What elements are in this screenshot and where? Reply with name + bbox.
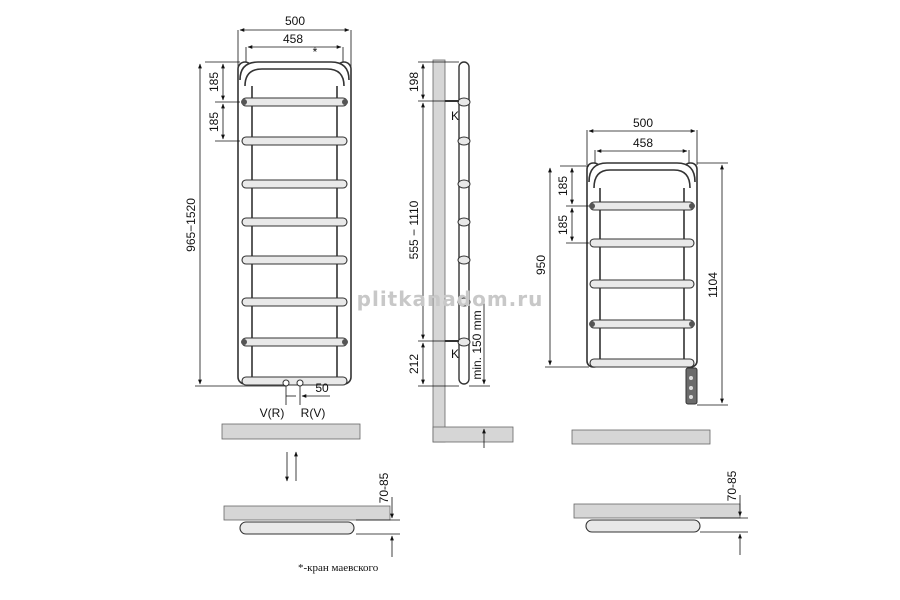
small-crossbars bbox=[589, 201, 695, 368]
small-spacing-second-label: 185 bbox=[556, 215, 570, 235]
wall-gap-right-label: 70-85 bbox=[725, 470, 739, 501]
small-spacing-top-label: 185 bbox=[556, 176, 570, 196]
crossbars bbox=[241, 97, 348, 386]
flow-arrows-icon bbox=[285, 451, 298, 482]
small-height-total-label: 1104 bbox=[706, 272, 720, 298]
small-width-inner-label: 458 bbox=[633, 136, 653, 150]
pipe-offset-label: 50 bbox=[315, 381, 329, 395]
width-outer-label: 500 bbox=[285, 14, 305, 28]
height-range-label: 965−1520 bbox=[184, 198, 198, 252]
floor-strip-right bbox=[571, 429, 711, 445]
watermark-text: plitkanadom.ru bbox=[357, 287, 544, 311]
port-left-label: V(R) bbox=[260, 406, 285, 420]
port-right-label: R(V) bbox=[301, 406, 326, 420]
spacing-second-label: 185 bbox=[207, 112, 221, 132]
bottom-offset-label: 212 bbox=[407, 354, 421, 374]
small-height-body-label: 950 bbox=[534, 255, 548, 275]
footnote-text: *-кран маевского bbox=[298, 562, 379, 574]
spacing-top-label: 185 bbox=[207, 72, 221, 92]
width-inner-label: 458 bbox=[283, 32, 303, 46]
top-view-right: 70-85 bbox=[573, 470, 748, 555]
side-view: K K 198 555 − 1110 212 min. 150 mm bbox=[407, 59, 514, 448]
top-offset-label: 198 bbox=[407, 72, 421, 92]
bracket-bottom-label: K bbox=[451, 347, 459, 361]
small-width-outer-label: 500 bbox=[633, 116, 653, 130]
top-arc-inner bbox=[244, 68, 345, 87]
heating-element-icon bbox=[685, 367, 698, 405]
mount-spacing-label: 555 − 1110 bbox=[407, 200, 421, 259]
floor-strip bbox=[221, 423, 361, 440]
valve-mark: * bbox=[313, 45, 318, 59]
front-view-small: 500 458 185 185 bbox=[534, 116, 728, 406]
bracket-top-label: K bbox=[451, 109, 459, 123]
wall-section bbox=[432, 59, 446, 443]
wall-gap-left-label: 70-85 bbox=[377, 472, 391, 503]
min-floor-label: min. 150 mm bbox=[470, 310, 484, 379]
top-view-left: 70-85 bbox=[223, 472, 400, 557]
floor-section bbox=[432, 426, 514, 443]
front-view-large: 500 458 * V(R) R(V) bbox=[184, 14, 352, 420]
